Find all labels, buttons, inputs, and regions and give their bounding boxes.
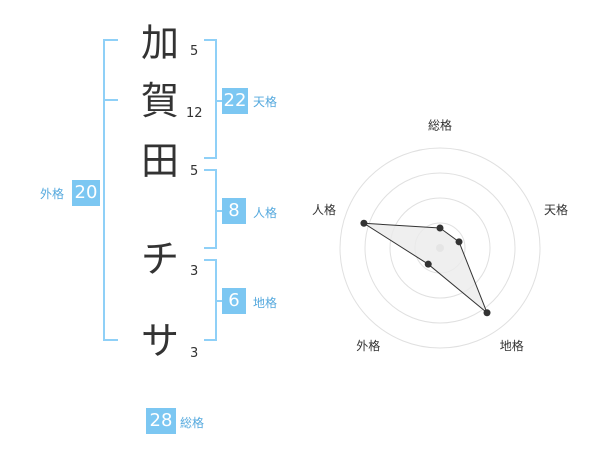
radar-value-point (483, 309, 491, 317)
jinkaku-bracket (204, 169, 217, 249)
radar-axis-label: 地格 (500, 338, 524, 353)
soukaku-label: 総格 (180, 416, 205, 430)
radar-grid-ring (389, 197, 491, 299)
name-char-5: サ (140, 319, 179, 363)
tenkaku-label: 天格 (253, 95, 278, 109)
tenkaku-bracket (204, 39, 217, 159)
chikaku-label: 地格 (253, 296, 278, 310)
stroke-count-1: 5 (190, 44, 199, 59)
radar-axis-label: 人格 (312, 202, 336, 217)
radar-axis-label: 外格 (356, 338, 380, 353)
stroke-count-3: 5 (190, 164, 199, 179)
tenkaku-value: 22 (222, 88, 248, 114)
radar-value-polygon (363, 222, 488, 314)
jinkaku-value: 8 (222, 198, 246, 224)
chikaku-value: 6 (222, 288, 246, 314)
radar-grid-ring (364, 172, 516, 324)
name-char-1: 加 (140, 21, 179, 65)
soukaku-value: 28 (146, 408, 176, 434)
stroke-count-2: 12 (186, 106, 203, 121)
radar-value-point (360, 219, 368, 227)
radar-axis-label: 天格 (544, 202, 568, 217)
radar-value-point (436, 224, 444, 232)
radar-axis-label: 総格 (428, 118, 452, 133)
radar-value-point (455, 238, 463, 246)
name-char-3: 田 (140, 139, 179, 183)
gaikaku-bracket (103, 39, 118, 341)
stroke-count-4: 3 (190, 264, 199, 279)
name-char-4: チ (140, 237, 179, 281)
radar-value-point (424, 260, 432, 268)
gaikaku-value: 20 (72, 180, 100, 206)
stroke-count-5: 3 (190, 346, 199, 361)
radar-grid-ring (339, 147, 541, 349)
name-char-2: 賀 (140, 79, 179, 123)
jinkaku-label: 人格 (253, 206, 278, 220)
gaikaku-label: 外格 (40, 187, 65, 201)
